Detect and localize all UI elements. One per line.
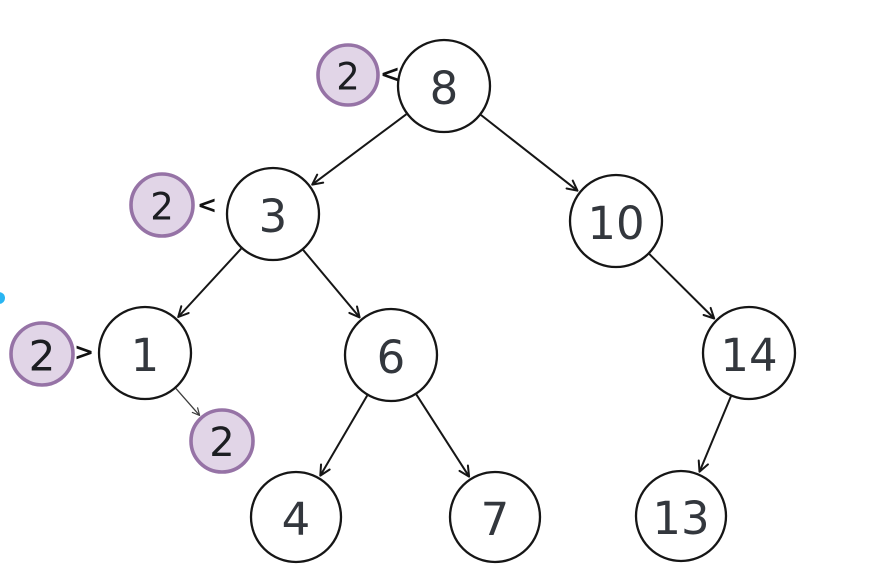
cursor-dot xyxy=(0,292,5,304)
edge-3-6 xyxy=(302,249,361,319)
tree-nodes: 8 3 10 1 6 14 4 7 13 xyxy=(97,38,797,564)
badge-label: 2 xyxy=(29,332,56,381)
edge-6-4 xyxy=(319,394,369,477)
edge-8-3 xyxy=(311,113,407,186)
node-label: 1 xyxy=(131,329,160,382)
node-circle xyxy=(249,470,343,564)
node-label: 6 xyxy=(377,331,406,384)
edge-6-7 xyxy=(415,394,471,478)
search-key-badge-found-2: 2 xyxy=(189,408,255,474)
edge-8-10 xyxy=(480,114,579,192)
badge-circle xyxy=(9,321,75,387)
edge-14-13 xyxy=(697,396,732,473)
badge-circle xyxy=(129,172,195,238)
tree-node-6: 6 xyxy=(343,307,439,403)
node-circle xyxy=(701,305,797,401)
tree-node-14: 14 xyxy=(701,305,797,401)
badge-circle xyxy=(189,408,255,474)
tree-node-1: 1 xyxy=(97,305,193,401)
badge-label: 2 xyxy=(150,185,174,228)
search-key-badge-cmp-8: 2< xyxy=(316,43,400,107)
node-circle xyxy=(343,307,439,403)
edge-10-14 xyxy=(648,253,716,320)
badge-label: 2 xyxy=(336,55,360,98)
node-label: 7 xyxy=(481,493,510,546)
comparison-operator-cmp-3: < xyxy=(197,191,217,219)
comparison-operator-cmp-1: > xyxy=(74,338,94,366)
node-circle xyxy=(568,173,664,269)
badge-label: 2 xyxy=(209,420,234,466)
tree-edges xyxy=(175,113,732,478)
search-key-badge-cmp-1: 2> xyxy=(9,321,94,387)
node-circle xyxy=(634,469,728,563)
tree-node-7: 7 xyxy=(448,470,542,564)
badge-circle xyxy=(316,43,380,107)
search-key-badge-cmp-3: 2< xyxy=(129,172,217,238)
comparison-operator-cmp-8: < xyxy=(380,60,400,88)
tree-node-3: 3 xyxy=(225,166,321,262)
node-label: 10 xyxy=(587,197,644,250)
search-key-badges: 2<2<2>2 xyxy=(9,43,400,474)
node-label: 14 xyxy=(720,329,777,382)
node-circle xyxy=(396,38,492,134)
node-circle xyxy=(97,305,193,401)
tree-node-10: 10 xyxy=(568,173,664,269)
tree-node-13: 13 xyxy=(634,469,728,563)
edge-1-found-2 xyxy=(175,387,201,416)
node-label: 13 xyxy=(652,492,709,545)
node-label: 8 xyxy=(430,62,459,115)
node-label: 3 xyxy=(259,190,288,243)
tree-node-4: 4 xyxy=(249,470,343,564)
node-circle xyxy=(225,166,321,262)
node-label: 4 xyxy=(282,493,311,546)
node-circle xyxy=(448,470,542,564)
edge-3-1 xyxy=(177,247,242,318)
tree-node-8: 8 xyxy=(396,38,492,134)
